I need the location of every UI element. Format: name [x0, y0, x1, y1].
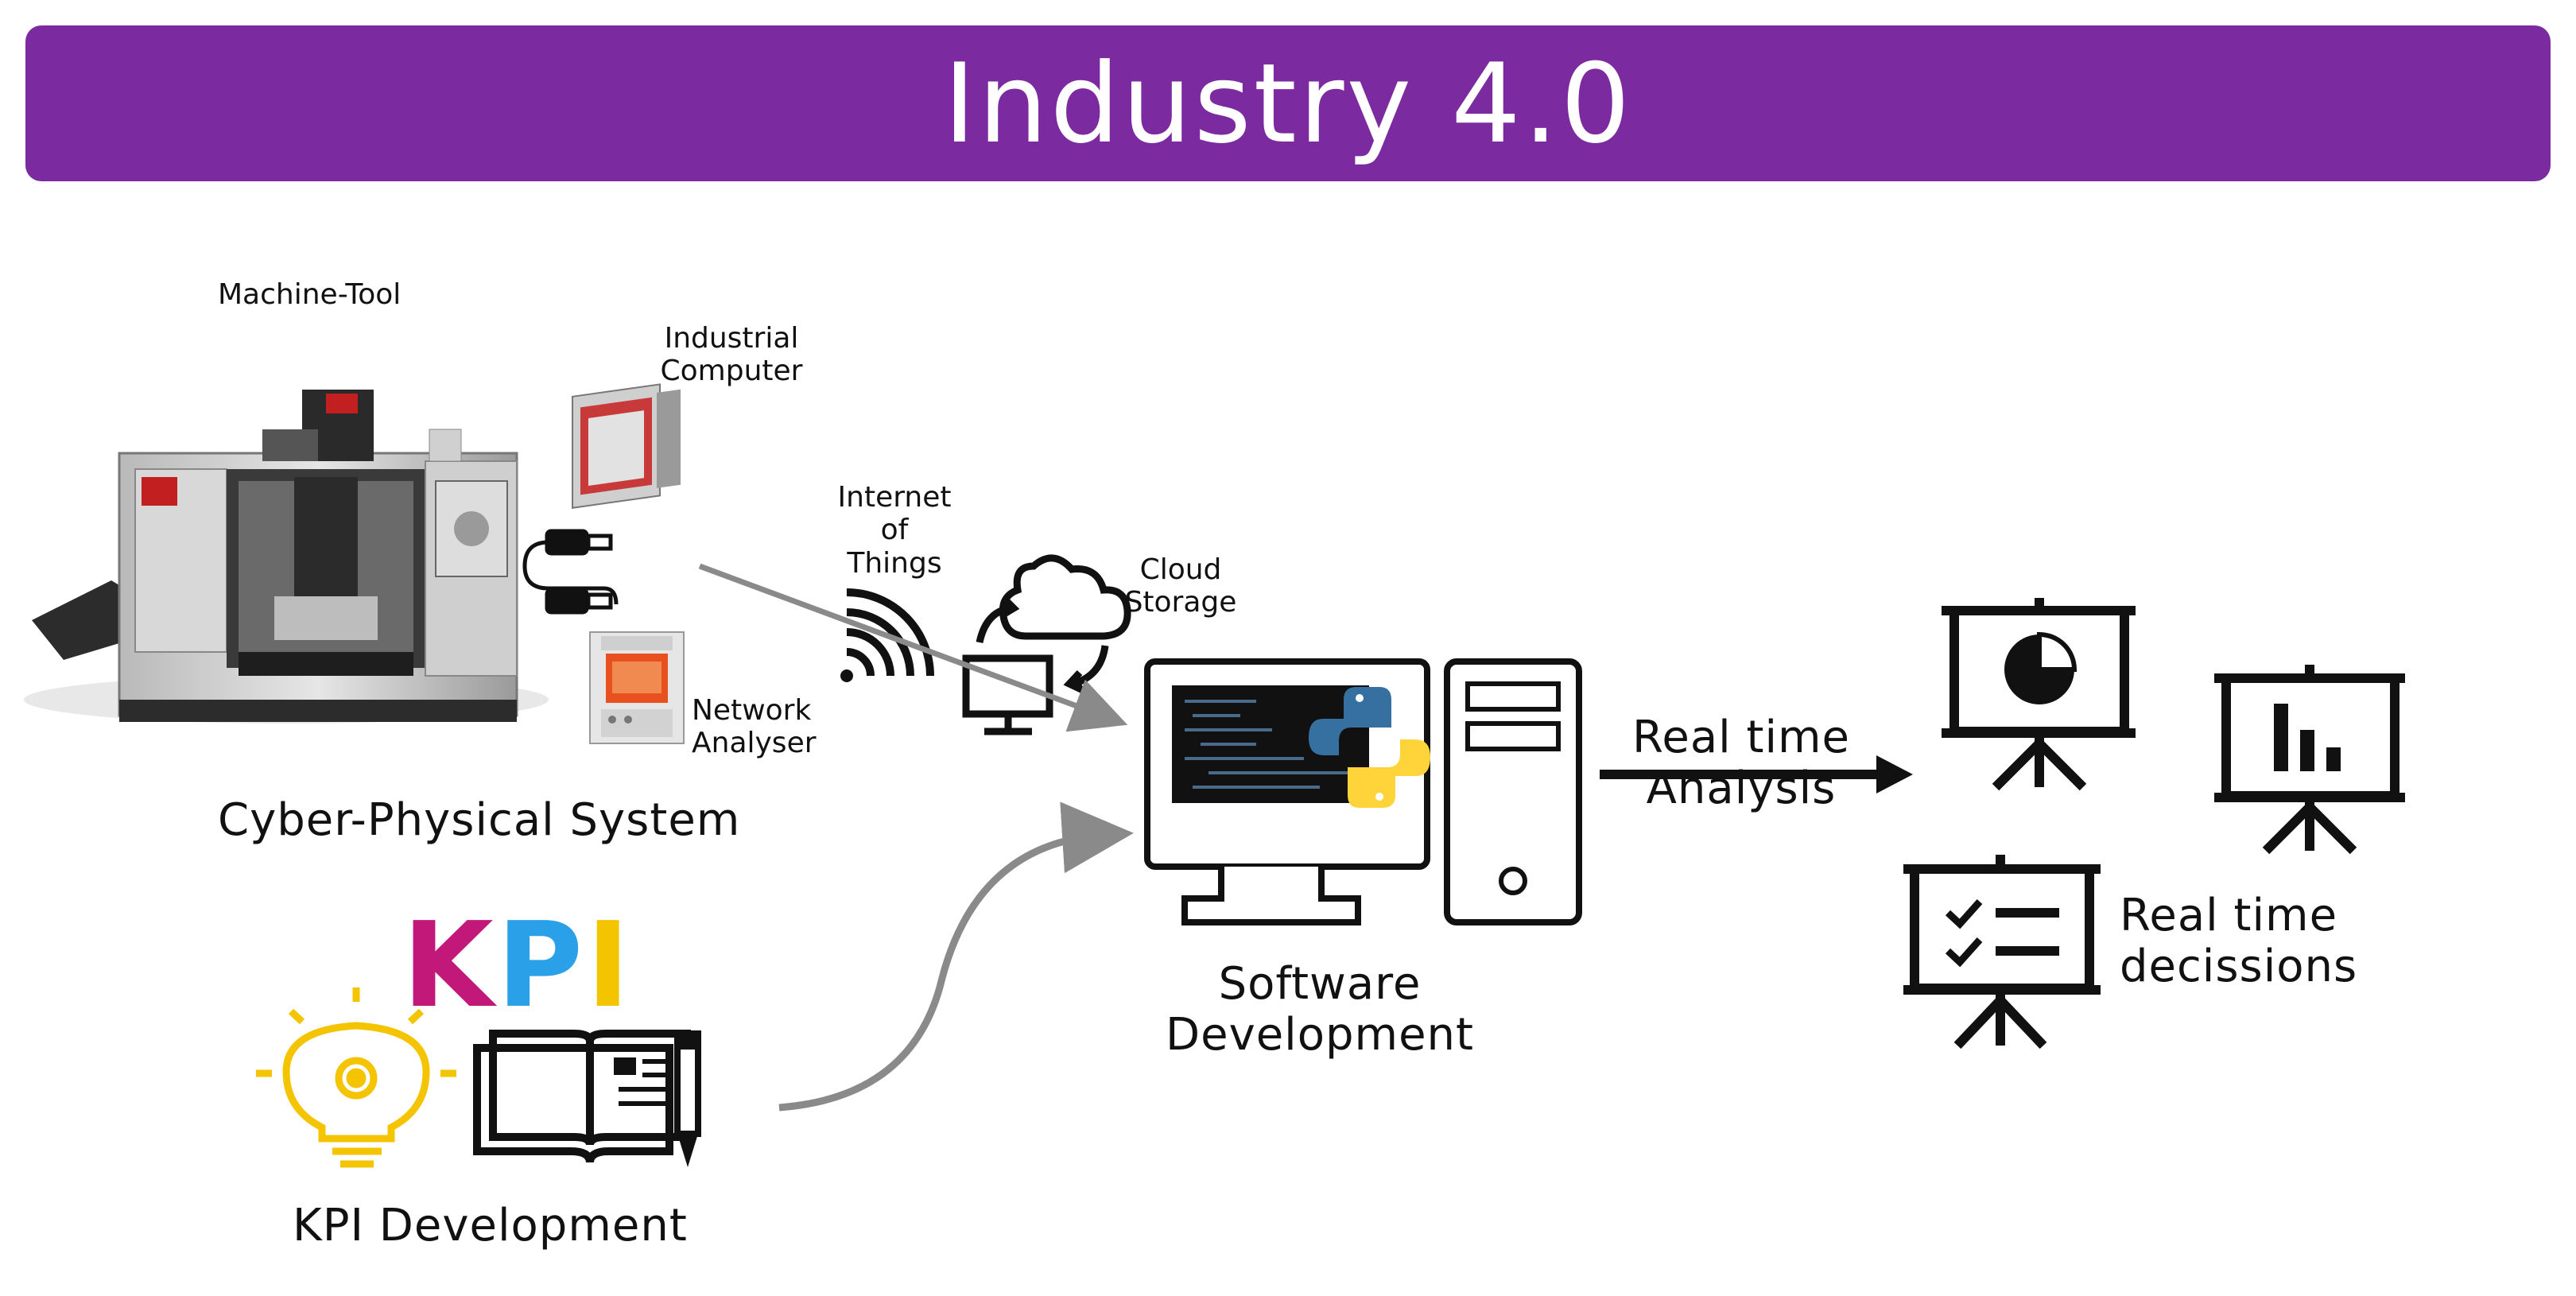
pencil-icon: [674, 1030, 701, 1167]
industrial-computer-label: Industrial Computer: [660, 322, 803, 388]
machine-tool-label: Machine-Tool: [218, 278, 402, 311]
wireless-signal-icon: [840, 588, 934, 682]
realtime-decisions-label: Real time decissions: [2120, 890, 2358, 993]
software-development-label: Software Development: [1166, 958, 1474, 1061]
machine-tool-image: [24, 390, 549, 724]
open-book-icon: [473, 1030, 691, 1163]
page-title: Industry 4.0: [943, 39, 1633, 168]
pie-chart-presentation-icon: [1942, 598, 2136, 791]
iot-label: Internet of Things: [837, 481, 952, 580]
kpi-letter-k: K: [402, 897, 497, 1034]
bar-chart-presentation-icon: [2214, 665, 2405, 855]
cyber-physical-system-label: Cyber-Physical System: [218, 794, 741, 846]
lightbulb-gear-icon: [256, 988, 456, 1168]
kpi-logo: KPI: [402, 906, 633, 1024]
kpi-letter-i: I: [586, 897, 634, 1034]
checklist-presentation-icon: [1903, 855, 2101, 1050]
energy-meter-image: [589, 631, 685, 744]
kpi-development-label: KPI Development: [293, 1200, 688, 1251]
industrial-computer-image: [572, 383, 681, 509]
cloud-storage-label: Cloud Storage: [1124, 553, 1237, 619]
realtime-analysis-label: Real time Analysis: [1631, 712, 1851, 815]
realtime-analysis-arrow: [1600, 755, 1913, 794]
python-logo: [1309, 687, 1430, 808]
kpi-to-software-arrow: [778, 801, 1134, 1112]
title-banner: Industry 4.0: [25, 25, 2551, 181]
cps-to-software-arrow: [698, 563, 1128, 732]
kpi-letter-p: P: [496, 897, 587, 1034]
network-analyser-label: Network Analyser: [692, 694, 817, 760]
usb-cable-icon: [522, 529, 619, 615]
